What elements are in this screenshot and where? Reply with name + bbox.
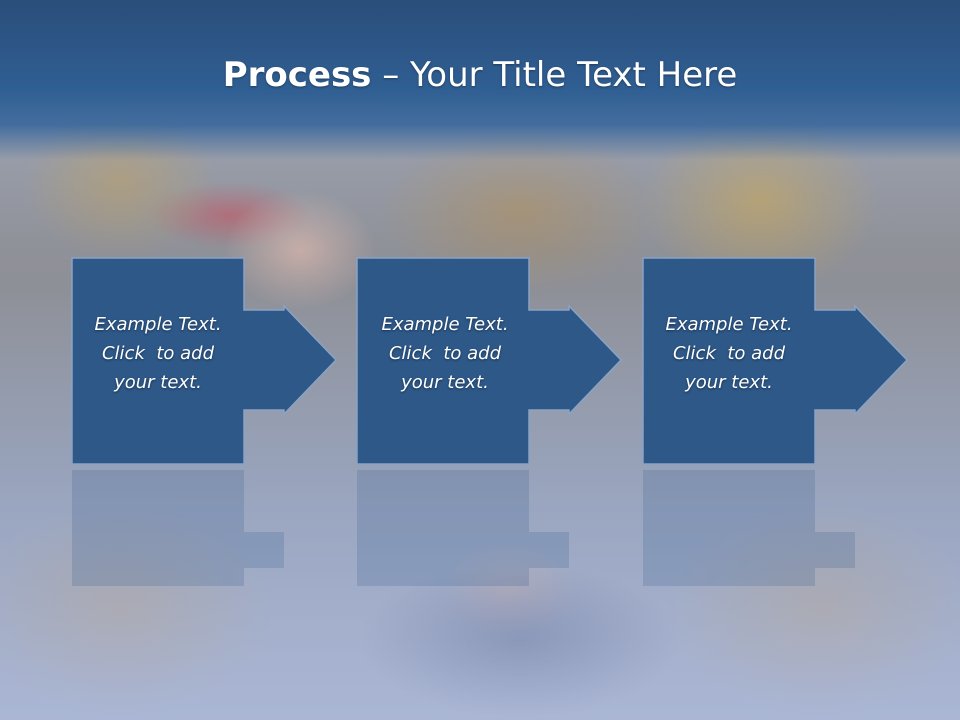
step-text-line: Example Text. — [94, 314, 222, 335]
slide-title[interactable]: Process – Your Title Text Here — [0, 52, 960, 98]
step-text-line: your text. — [685, 372, 773, 393]
process-step-2-reflection — [357, 470, 569, 586]
step-text-line: Example Text. — [381, 314, 509, 335]
process-step-2-shape[interactable] — [355, 256, 627, 468]
step-text-line: your text. — [114, 372, 202, 393]
title-band — [0, 0, 960, 160]
step-text-line: Click to add — [388, 343, 501, 364]
step-text-line: Example Text. — [665, 314, 793, 335]
process-step-3-text[interactable]: Example Text. Click to add your text. — [641, 310, 817, 397]
process-step-1-shape[interactable] — [70, 256, 342, 468]
title-rest-text: – Your Title Text Here — [371, 55, 738, 95]
process-step-1-reflection — [72, 470, 284, 586]
step-text-line: Click to add — [672, 343, 785, 364]
step-text-line: Click to add — [101, 343, 214, 364]
process-step-1-text[interactable]: Example Text. Click to add your text. — [70, 310, 246, 397]
title-bold-text: Process — [222, 55, 372, 95]
process-step-3-reflection — [643, 470, 855, 586]
step-text-line: your text. — [401, 372, 489, 393]
process-step-2-text[interactable]: Example Text. Click to add your text. — [357, 310, 533, 397]
process-step-3-shape[interactable] — [641, 256, 913, 468]
